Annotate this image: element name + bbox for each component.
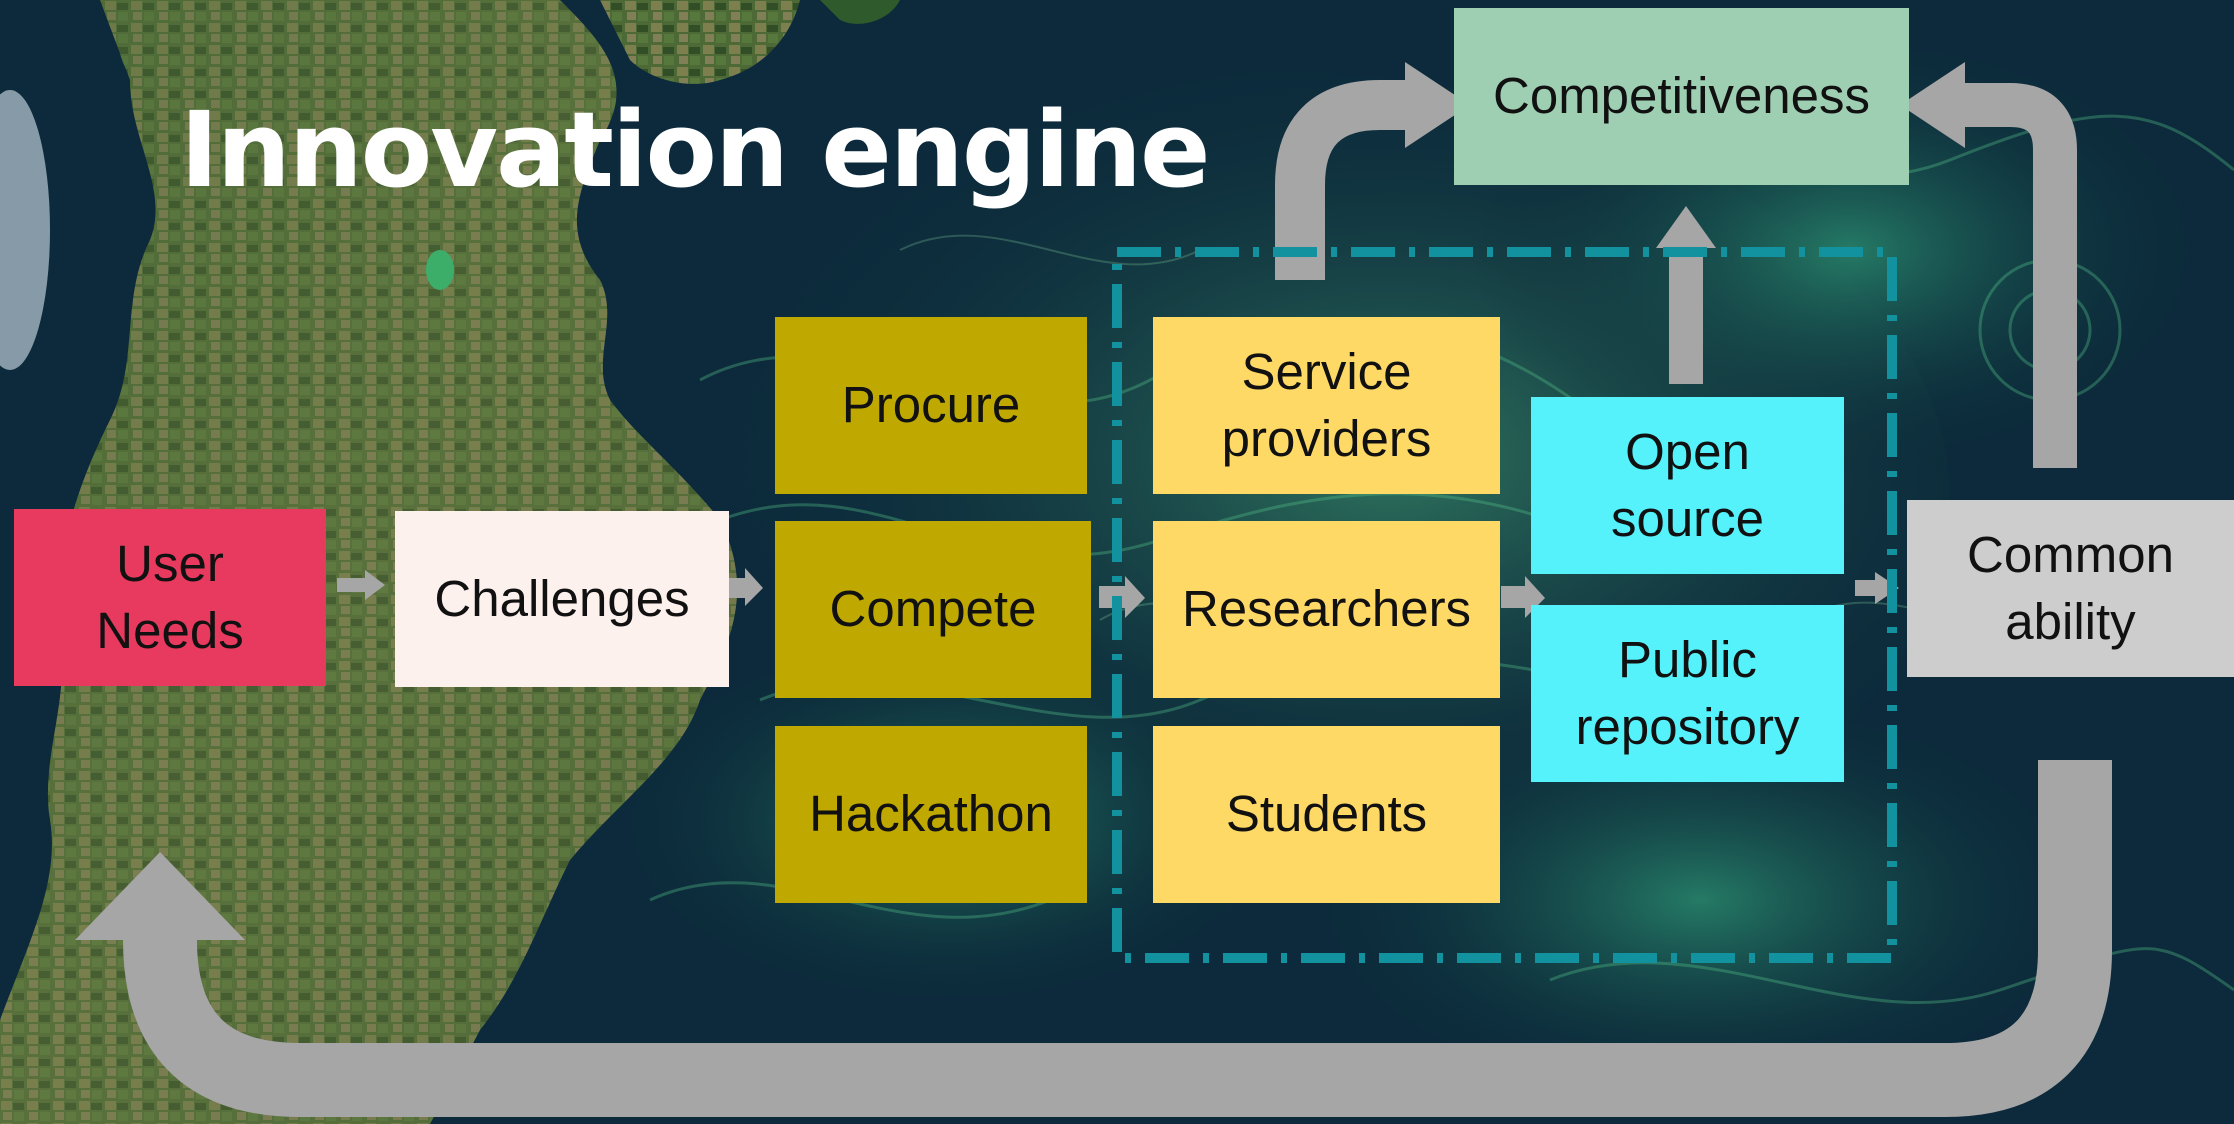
hackathon-label: Hackathon: [809, 785, 1053, 843]
challenges-box: Challenges: [395, 511, 729, 687]
compete-label: Compete: [829, 580, 1037, 638]
user-needs-line-2: Needs: [96, 601, 244, 659]
actors-group-border: [1112, 247, 1897, 963]
service-providers-line-1: Service: [1241, 343, 1412, 401]
open-source-line-1: Open: [1625, 423, 1750, 481]
feedback-loop-arrow: [123, 760, 2112, 1117]
competitiveness-box: Competitiveness: [1454, 8, 1909, 185]
user-needs-box: User Needs: [14, 509, 326, 686]
flow-arrows: [337, 568, 1899, 618]
procure-label: Procure: [841, 376, 1021, 434]
service-providers-box: Service providers: [1153, 317, 1500, 494]
challenges-label: Challenges: [434, 569, 690, 627]
common-ability-line-1: Common: [1967, 526, 2174, 584]
left-competitiveness-arrow: [1275, 80, 1410, 280]
students-box: Students: [1153, 726, 1500, 903]
students-label: Students: [1225, 785, 1428, 843]
researchers-label: Researchers: [1181, 580, 1472, 638]
user-needs-line-1: User: [116, 535, 224, 593]
public-repository-line-2: repository: [1575, 697, 1800, 755]
procure-box: Procure: [775, 317, 1087, 494]
public-repository-box: Public repository: [1531, 605, 1844, 782]
common-ability-box: Common ability: [1907, 500, 2234, 677]
open-source-box: Open source: [1531, 397, 1844, 574]
compete-box: Compete: [775, 521, 1091, 698]
right-competitiveness-arrow: [1960, 83, 2077, 468]
researchers-box: Researchers: [1153, 521, 1500, 698]
common-ability-line-2: ability: [2005, 592, 2136, 650]
open-source-line-2: source: [1610, 489, 1765, 547]
competitiveness-label: Competitiveness: [1493, 67, 1870, 125]
page-title: Innovation engine: [180, 89, 1210, 211]
public-repository-line-1: Public: [1618, 631, 1757, 689]
hackathon-box: Hackathon: [775, 726, 1087, 903]
service-providers-line-2: providers: [1221, 409, 1432, 467]
